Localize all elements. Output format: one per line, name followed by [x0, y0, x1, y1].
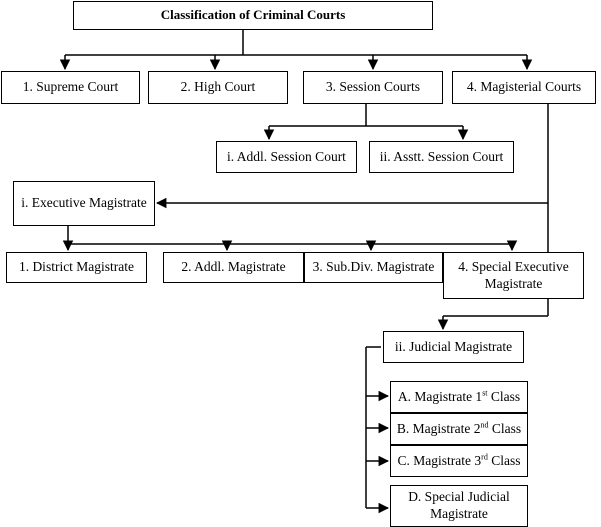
subdiv-magistrate-label: 3. Sub.Div. Magistrate: [312, 259, 435, 275]
magistrate-3rd-class-box: C. Magistrate 3rd Class: [390, 445, 528, 477]
session-courts-label: 3. Session Courts: [325, 79, 421, 95]
executive-magistrate-label: i. Executive Magistrate: [21, 195, 147, 211]
addl-magistrate-label: 2. Addl. Magistrate: [181, 259, 286, 275]
supreme-court-label: 1. Supreme Court: [22, 79, 119, 95]
executive-magistrate-box: i. Executive Magistrate: [13, 181, 155, 226]
special-executive-magistrate-label: 4. Special Executive Magistrate: [458, 258, 569, 291]
magisterial-courts-label: 4. Magisterial Courts: [466, 79, 582, 95]
district-magistrate-label: 1. District Magistrate: [18, 259, 135, 275]
session-courts-box: 3. Session Courts: [303, 71, 443, 104]
magistrate-2nd-class-box: B. Magistrate 2nd Class: [390, 413, 528, 445]
high-court-label: 2. High Court: [180, 79, 256, 95]
addl-session-court-box: i. Addl. Session Court: [216, 141, 357, 173]
magistrate-1st-class-label: A. Magistrate 1st Class: [397, 388, 521, 404]
high-court-box: 2. High Court: [148, 71, 288, 104]
magistrate-2nd-class-label: B. Magistrate 2nd Class: [396, 420, 522, 436]
magistrate-1st-class-box: A. Magistrate 1st Class: [390, 381, 528, 413]
judicial-magistrate-label: ii. Judicial Magistrate: [394, 338, 513, 354]
special-executive-magistrate-box: 4. Special Executive Magistrate: [443, 252, 584, 299]
asstt-session-court-label: ii. Asstt. Session Court: [379, 148, 504, 164]
magistrate-3rd-class-label: C. Magistrate 3rd Class: [397, 452, 521, 468]
district-magistrate-box: 1. District Magistrate: [6, 252, 147, 283]
diagram-title: Classification of Criminal Courts: [160, 7, 346, 23]
special-judicial-magistrate-label: D. Special Judicial Magistrate: [408, 489, 510, 521]
special-judicial-magistrate-box: D. Special Judicial Magistrate: [390, 485, 528, 527]
addl-magistrate-box: 2. Addl. Magistrate: [163, 252, 304, 283]
asstt-session-court-box: ii. Asstt. Session Court: [369, 141, 514, 173]
addl-session-court-label: i. Addl. Session Court: [227, 148, 346, 164]
magisterial-courts-box: 4. Magisterial Courts: [452, 71, 596, 104]
supreme-court-box: 1. Supreme Court: [1, 71, 140, 104]
subdiv-magistrate-box: 3. Sub.Div. Magistrate: [304, 252, 443, 283]
title-box: Classification of Criminal Courts: [73, 1, 433, 30]
judicial-magistrate-box: ii. Judicial Magistrate: [383, 331, 524, 363]
